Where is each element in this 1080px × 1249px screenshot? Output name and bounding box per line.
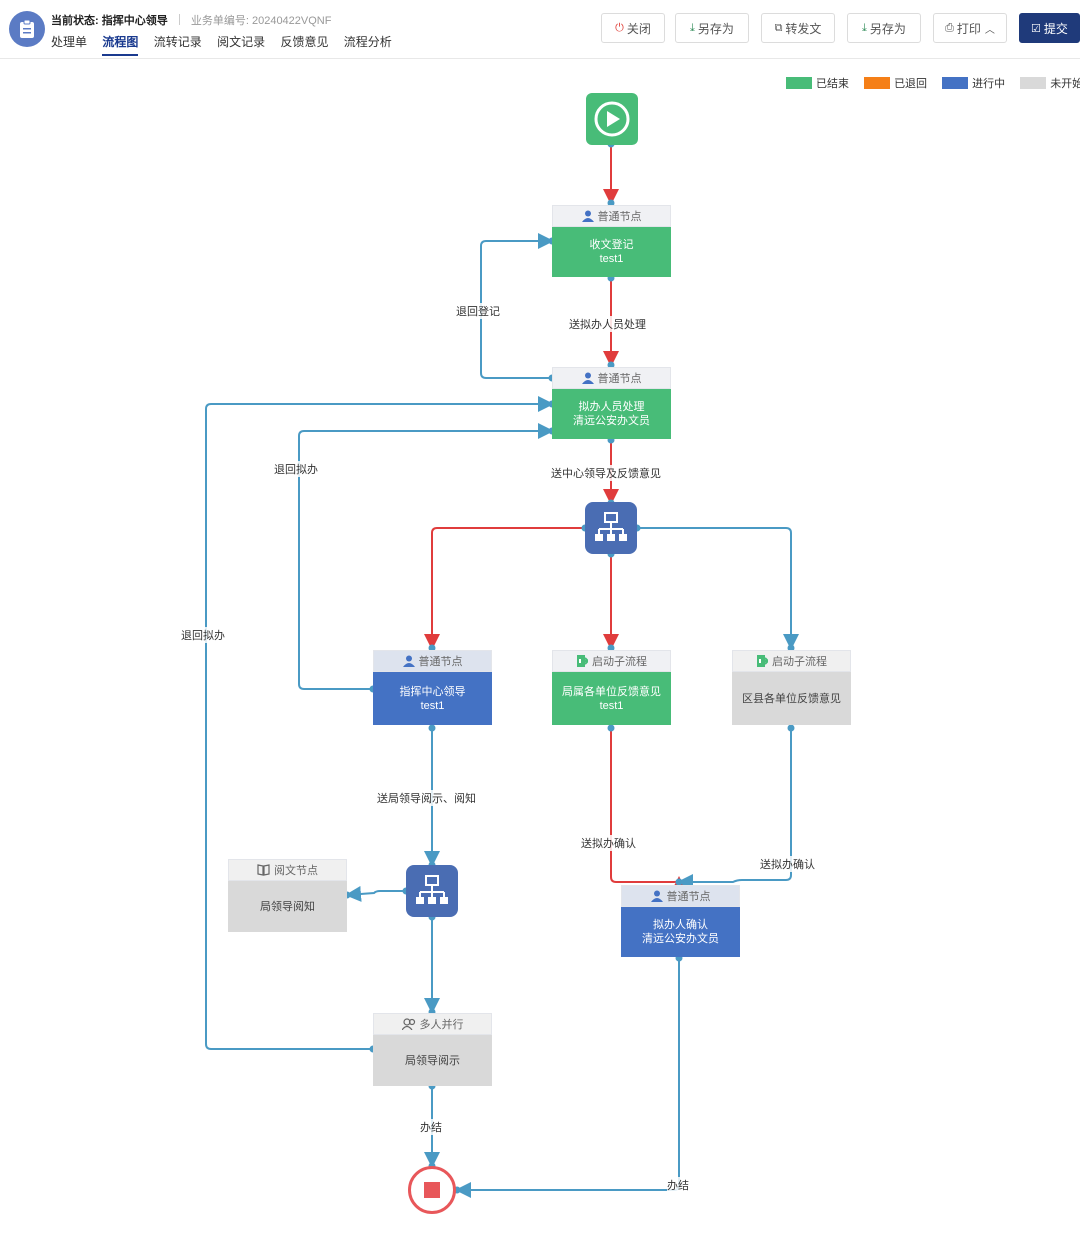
legend-item-finished: 已结束 [786,75,849,91]
status-value: 指挥中心领导 [101,15,168,27]
edge-label-finish-1: 办结 [420,1119,442,1135]
start-node[interactable] [586,93,638,145]
print-button[interactable]: ⎙打印︿ [933,13,1007,43]
org-chart-icon [595,512,627,541]
toolbar-header: 当前状态: 指挥中心领导 业务单编号: 20240422VQNF 处理单 流程图… [0,0,1080,59]
tab-feedback[interactable]: 反馈意见 [280,35,329,49]
business-number: 业务单编号: 20240422VQNF [190,15,332,27]
node-title: 收文登记 [589,239,634,251]
person-icon [581,370,594,392]
edge-label-finish-2: 办结 [667,1177,689,1193]
person-icon [581,208,594,230]
legend-item-not-started: 未开始 [1020,75,1080,91]
edge-back-draft-2 [205,396,554,1050]
edge-label-to-center: 送中心领导及反馈意见 [551,465,661,481]
node-user: test1 [599,699,624,712]
play-icon [594,101,630,137]
node-user: test1 [420,699,445,712]
tab-read-records[interactable]: 阅文记录 [217,35,266,49]
node-title: 区县各单位反馈意见 [742,692,841,705]
tab-flowchart[interactable]: 流程图 [102,33,139,56]
edge-county-confirm [677,728,792,890]
edge-label-back-register: 退回登记 [456,303,500,319]
edge-label-to-bureau-leaders: 送局领导阅示、阅知 [377,790,476,806]
forward-button[interactable]: ⧉转发文 [761,13,835,43]
download-icon: ⤓ [690,21,695,34]
end-node[interactable] [408,1166,456,1214]
save-as-button[interactable]: ⤓另存为 [675,13,749,43]
edge-bureau-confirm [610,728,687,893]
group-icon [401,1016,416,1038]
node-multi-parallel[interactable]: 多人并行 局领导阅示 [373,1013,492,1086]
download-icon: ⤓ [862,21,867,34]
node-county-feedback[interactable]: 启动子流程 区县各单位反馈意见 [732,650,851,725]
node-title: 局领导阅知 [260,900,315,913]
legend-item-in-progress: 进行中 [942,75,1005,91]
clipboard-icon [9,11,45,47]
org-chart-icon [416,875,448,904]
node-user: 清远公安办文员 [642,933,719,945]
status-line: 当前状态: 指挥中心领导 业务单编号: 20240422VQNF [51,12,331,28]
node-title: 局属各单位反馈意见 [562,685,661,698]
node-confirm[interactable]: 普通节点 拟办人确认清远公安办文员 [621,885,740,957]
tab-transfer-records[interactable]: 流转记录 [153,35,202,49]
tab-handling-form[interactable]: 处理单 [51,35,88,49]
edge-back-draft-1 [298,423,554,690]
check-icon: ☑ [1031,22,1041,35]
status-label: 当前状态: [51,15,99,27]
book-icon [257,862,270,884]
node-title: 拟办人员处理 [578,401,645,413]
node-title: 指挥中心领导 [399,685,466,698]
edge-gateway2-read [345,885,406,902]
edge-label-to-draft: 送拟办人员处理 [569,316,646,332]
chevron-up-icon: ︿ [984,24,995,36]
subprocess-icon [576,653,590,675]
node-title: 拟办人确认 [653,919,708,931]
submit-button[interactable]: ☑提交 [1019,13,1080,43]
node-user: 清远公安办文员 [573,415,650,427]
parallel-gateway-2[interactable] [406,865,458,917]
parallel-gateway-1[interactable] [585,502,637,554]
tab-flow-analysis[interactable]: 流程分析 [343,35,392,49]
close-button[interactable]: ⏻关闭 [601,13,665,43]
share-icon: ⧉ [774,21,783,34]
legend-item-returned: 已退回 [864,75,927,91]
node-draft[interactable]: 普通节点 拟办人员处理清远公安办文员 [552,367,671,439]
edge-label-back-draft-2: 退回拟办 [181,627,225,643]
edge-gateway-county [637,527,799,650]
person-icon [650,888,663,910]
tab-bar: 处理单 流程图 流转记录 阅文记录 反馈意见 流程分析 [51,33,404,56]
node-title: 局领导阅示 [405,1054,460,1067]
legend: 已结束 已退回 进行中 未开始 [786,75,1080,91]
edge-label-confirm-2: 送拟办确认 [760,856,815,872]
edge-label-back-draft-1: 退回拟办 [274,461,318,477]
node-user: test1 [599,253,624,265]
printer-icon: ⎙ [945,21,954,34]
subprocess-icon [756,653,770,675]
edge-label-confirm-1: 送拟办确认 [581,835,636,851]
edge-gateway-center [424,527,585,650]
stop-icon [424,1182,440,1198]
node-read[interactable]: 阅文节点 局领导阅知 [228,859,347,932]
save-as-button-2[interactable]: ⤓另存为 [847,13,921,43]
power-icon: ⏻ [615,21,624,34]
person-icon [402,653,415,675]
